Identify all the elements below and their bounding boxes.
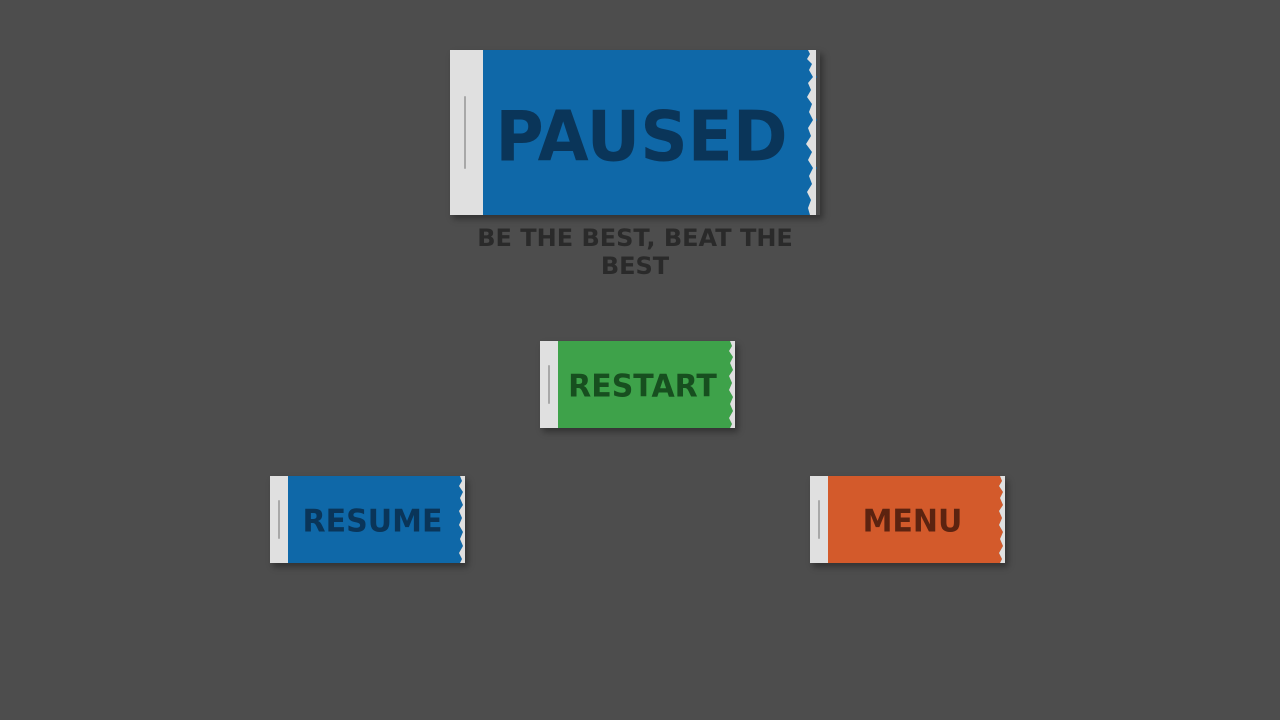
tagline: BE THE BEST, BEAT THE BEST — [477, 224, 793, 280]
torn-edge-icon — [723, 341, 735, 428]
button-body — [558, 341, 729, 428]
menu-label: MENU — [862, 503, 963, 540]
paused-title: PAUSED — [495, 96, 788, 178]
resume-label: RESUME — [302, 503, 443, 540]
banner-body — [483, 50, 808, 215]
button-body — [828, 476, 999, 563]
torn-edge-icon — [798, 50, 817, 215]
menu-button[interactable]: MENU — [810, 476, 1005, 563]
torn-edge-icon — [453, 476, 465, 563]
resume-button[interactable]: RESUME — [270, 476, 465, 563]
button-tab — [810, 476, 828, 563]
paused-title-banner: PAUSED — [450, 50, 820, 215]
banner-tab — [450, 50, 483, 215]
torn-edge-icon — [993, 476, 1005, 563]
button-body — [288, 476, 459, 563]
button-tab — [540, 341, 558, 428]
button-tab — [270, 476, 288, 563]
restart-button[interactable]: RESTART — [540, 341, 735, 428]
restart-label: RESTART — [568, 368, 717, 405]
